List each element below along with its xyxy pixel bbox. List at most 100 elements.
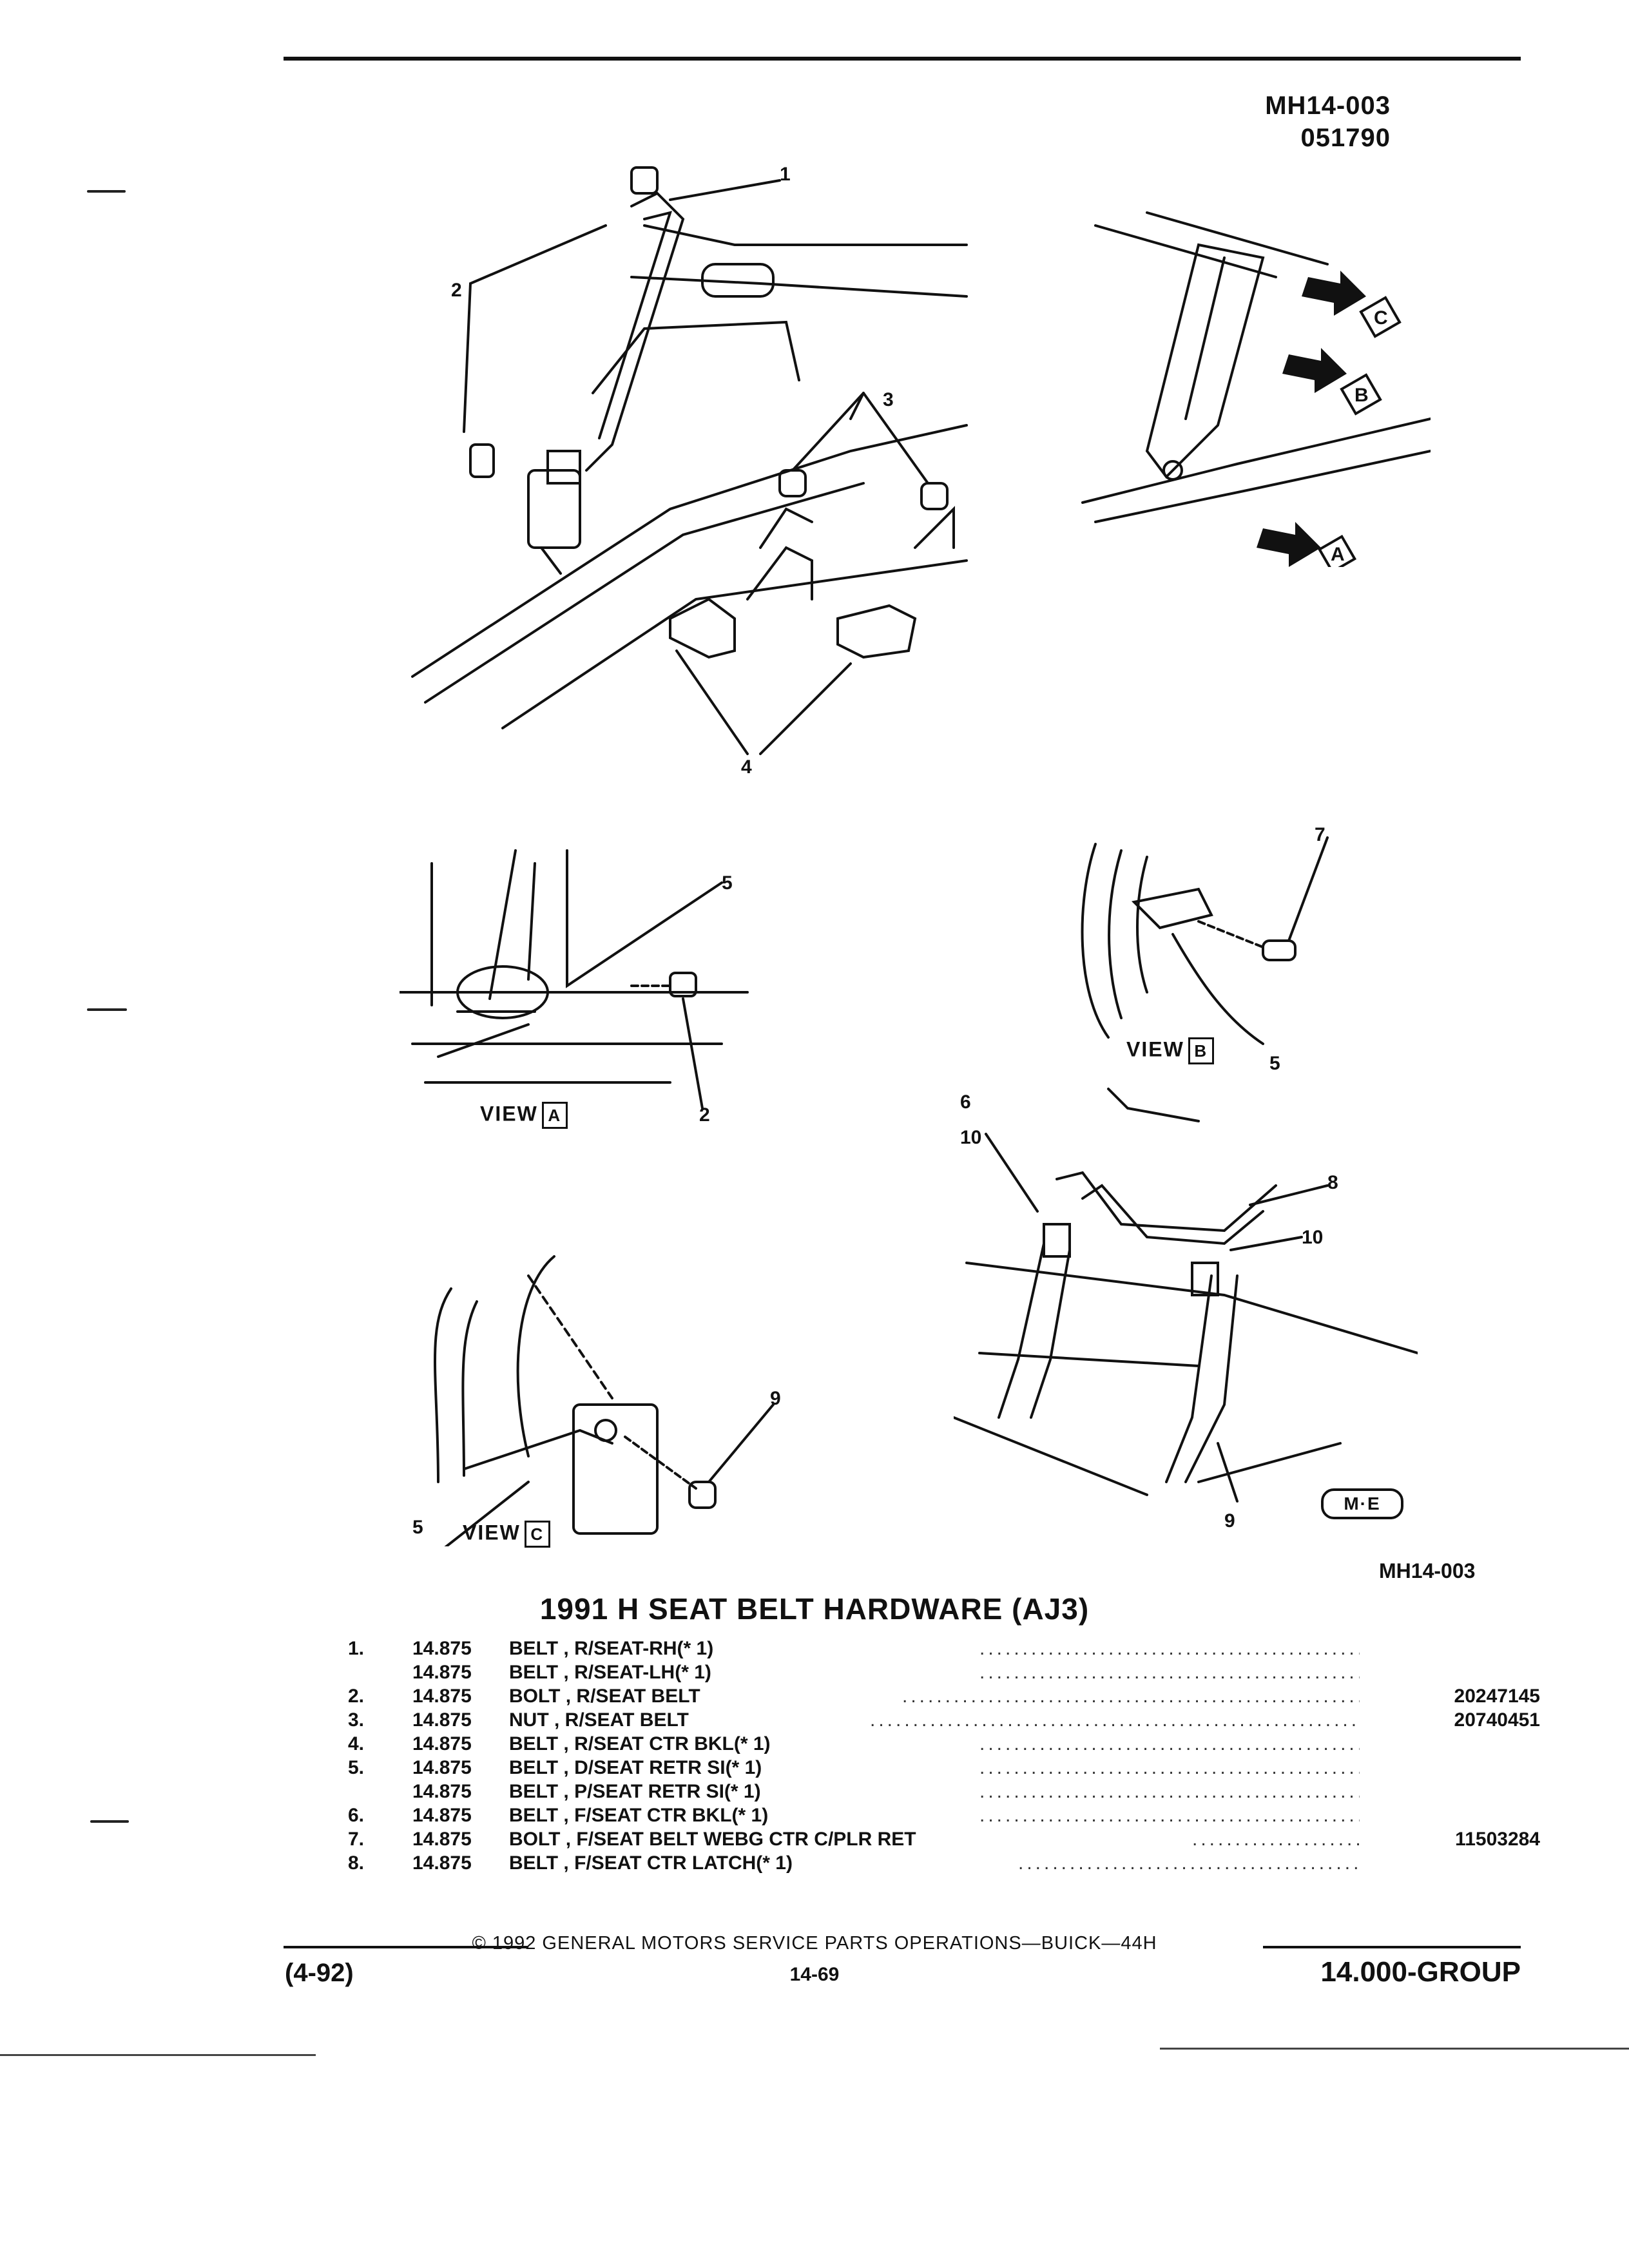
part-group: 14.875 [412, 1638, 472, 1659]
part-description: BELT , R/SEAT CTR BKL(* 1) [509, 1733, 771, 1754]
callout-6: 6 [960, 1091, 971, 1113]
callout-2: 2 [451, 280, 462, 301]
part-description: BELT , F/SEAT CTR LATCH(* 1) [509, 1852, 793, 1874]
view-b-letter: B [1188, 1037, 1214, 1064]
leader-dots: ........................................… [870, 1709, 1360, 1731]
section-title: 1991 H SEAT BELT HARDWARE (AJ3) [539, 1592, 1090, 1626]
parts-row: 14.875 BELT , P/SEAT RETR SI(* 1) ......… [335, 1780, 1540, 1803]
parts-row: 1. 14.875 BELT , R/SEAT-RH(* 1) ........… [335, 1637, 1540, 1660]
callout-5-view-c: 5 [412, 1517, 423, 1538]
view-a-illustration: 5 2 [398, 849, 749, 1126]
figure-view-b: 7 5 [1057, 824, 1418, 1082]
view-c-letter: C [524, 1521, 550, 1548]
leader-dots: ........................................… [1018, 1852, 1360, 1874]
part-group: 14.875 [412, 1852, 472, 1874]
footer-rule-left [284, 1946, 528, 1948]
callout-5: 5 [722, 872, 733, 894]
part-index: 5. [348, 1757, 365, 1778]
margin-mark [90, 1820, 129, 1823]
figure-code: MH14-003 [1379, 1559, 1476, 1582]
view-b-word: VIEW [1126, 1037, 1184, 1061]
view-c-word: VIEW [463, 1521, 521, 1544]
part-index: 1. [348, 1638, 365, 1659]
front-center-belt-illustration: 6 10 8 10 9 [952, 1088, 1419, 1532]
leader-dots: ........................................… [979, 1757, 1360, 1778]
parts-row: 3. 14.875 NUT , R/SEAT BELT ............… [335, 1708, 1540, 1732]
callout-1: 1 [780, 164, 791, 185]
part-group: 14.875 [412, 1781, 472, 1802]
arrow-label-c: C [1374, 307, 1388, 329]
part-index: 3. [348, 1709, 365, 1731]
figure-front-center-belt: 6 10 8 10 9 [952, 1082, 1419, 1546]
arrow-label-b: B [1354, 385, 1369, 406]
arrow-label-a: A [1331, 544, 1345, 565]
margin-mark [87, 190, 126, 193]
figure-view-c: 9 5 [400, 1250, 799, 1554]
parts-row: 14.875 BELT , R/SEAT-LH(* 1) ...........… [335, 1660, 1540, 1684]
part-number: 11503284 [1455, 1829, 1540, 1850]
figure-rear-seat-belt: 1 2 3 4 [400, 148, 979, 793]
part-number: 20740451 [1454, 1709, 1540, 1731]
callout-10-left: 10 [960, 1127, 981, 1148]
parts-list: 1. 14.875 BELT , R/SEAT-RH(* 1) ........… [335, 1637, 1540, 1875]
footer-copyright: © 1992 GENERAL MOTORS SERVICE PARTS OPER… [472, 1933, 1157, 1954]
figure-view-a: 5 2 [398, 838, 760, 1134]
leader-dots: ........................................… [902, 1686, 1360, 1707]
callout-9-right: 9 [1224, 1510, 1235, 1532]
part-number: 20247145 [1454, 1686, 1540, 1707]
part-description: BOLT , R/SEAT BELT [509, 1686, 700, 1707]
leader-dots: ........................................… [979, 1805, 1360, 1826]
part-description: BELT , F/SEAT CTR BKL(* 1) [509, 1805, 769, 1826]
footer-group: 14.000-GROUP [1320, 1956, 1521, 1988]
callout-2-view-a: 2 [699, 1104, 710, 1126]
parts-row: 5. 14.875 BELT , D/SEAT RETR SI(* 1) ...… [335, 1756, 1540, 1780]
margin-mark [87, 1008, 127, 1011]
leader-dots: ........................................… [979, 1733, 1360, 1754]
header-date-code: 051790 [1300, 124, 1391, 152]
parts-row: 2. 14.875 BOLT , R/SEAT BELT ...........… [335, 1684, 1540, 1708]
part-group: 14.875 [412, 1805, 472, 1826]
part-description: BOLT , F/SEAT BELT WEBG CTR C/PLR RET [509, 1829, 916, 1850]
parts-row: 6. 14.875 BELT , F/SEAT CTR BKL(* 1) ...… [335, 1803, 1540, 1827]
pillar-illustration: C B A [1081, 211, 1432, 574]
part-index: 7. [348, 1829, 365, 1850]
view-b-illustration: 7 5 [1081, 824, 1329, 1074]
leader-dots: ........................................… [979, 1781, 1360, 1802]
view-c-illustration: 9 5 [412, 1255, 781, 1554]
part-description: BELT , D/SEAT RETR SI(* 1) [509, 1757, 762, 1778]
part-index: 6. [348, 1805, 365, 1826]
part-description: BELT , P/SEAT RETR SI(* 1) [509, 1781, 761, 1802]
part-group: 14.875 [412, 1709, 472, 1731]
parts-row: 4. 14.875 BELT , R/SEAT CTR BKL(* 1) ...… [335, 1732, 1540, 1756]
part-index: 4. [348, 1733, 365, 1754]
part-group: 14.875 [412, 1662, 472, 1683]
me-logo: M·E [1321, 1488, 1403, 1519]
leader-dots: ........................................… [1192, 1829, 1360, 1850]
bottom-rule-left [0, 2054, 316, 2056]
callout-4: 4 [741, 756, 752, 778]
part-index: 2. [348, 1686, 365, 1707]
footer-rule-right [1263, 1946, 1521, 1948]
footer-revision: (4-92) [285, 1959, 354, 1987]
parts-row: 8. 14.875 BELT , F/SEAT CTR LATCH(* 1) .… [335, 1851, 1540, 1875]
part-group: 14.875 [412, 1757, 472, 1778]
parts-row: 7. 14.875 BOLT , F/SEAT BELT WEBG CTR C/… [335, 1827, 1540, 1851]
view-a-letter: A [541, 1102, 568, 1129]
part-group: 14.875 [412, 1686, 472, 1707]
part-index: 8. [348, 1852, 365, 1874]
part-description: BELT , R/SEAT-RH(* 1) [509, 1638, 714, 1659]
callout-9-view-c: 9 [770, 1388, 781, 1409]
header-code: MH14-003 [1265, 91, 1391, 120]
part-description: NUT , R/SEAT BELT [509, 1709, 689, 1731]
rear-seat-belt-illustration: 1 2 3 4 [411, 164, 968, 778]
bottom-rule-right [1160, 2048, 1629, 2050]
leader-dots: ........................................… [979, 1638, 1360, 1659]
callout-7: 7 [1315, 825, 1325, 845]
part-description: BELT , R/SEAT-LH(* 1) [509, 1662, 711, 1683]
footer-page-number: 14-69 [789, 1964, 840, 1985]
leader-dots: ........................................… [979, 1662, 1360, 1683]
part-group: 14.875 [412, 1733, 472, 1754]
